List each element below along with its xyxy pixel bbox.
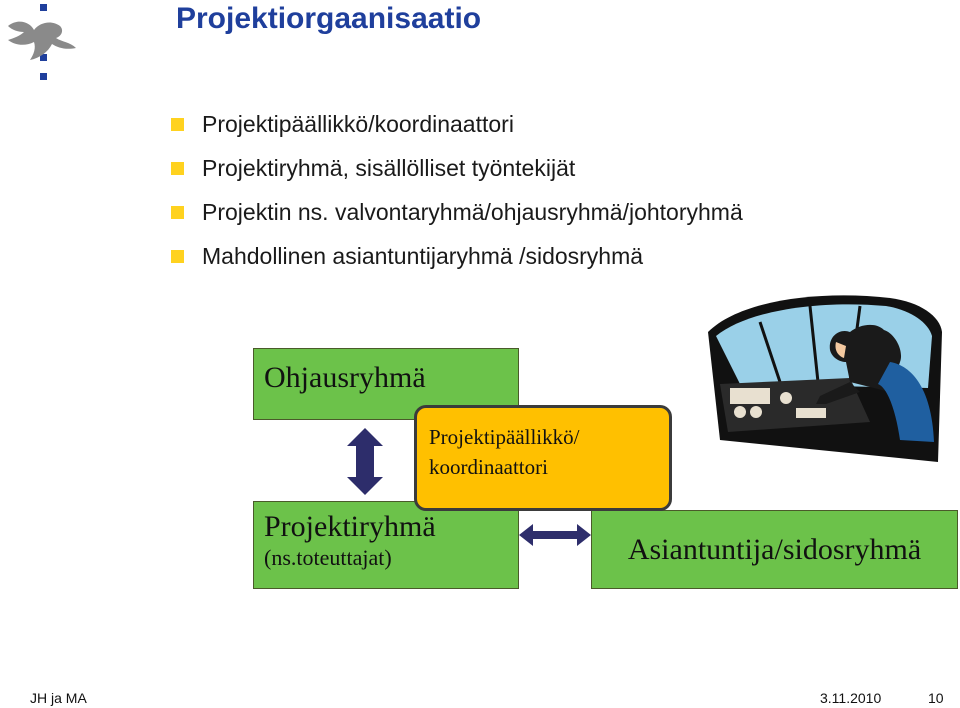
bullet-square-icon — [171, 161, 184, 175]
vertical-double-arrow-icon — [347, 428, 383, 495]
footer-author: JH ja MA — [30, 690, 87, 706]
bullet-square-icon — [171, 249, 184, 263]
projektipaallikko-box: Projektipäällikkö/ koordinaattori — [414, 405, 672, 511]
asiantuntija-box: Asiantuntija/sidosryhmä — [591, 510, 958, 589]
projektipaallikko-label-line2: koordinaattori — [429, 455, 548, 479]
footer-date: 3.11.2010 — [820, 690, 882, 706]
university-logo-icon — [8, 4, 76, 80]
projektiryhma-sublabel: (ns.toteuttajat) — [264, 545, 392, 570]
bullet-list: Projektipäällikkö/koordinaattori Projekt… — [171, 102, 743, 278]
list-item: Mahdollinen asiantuntijaryhmä /sidosryhm… — [171, 234, 743, 278]
list-item: Projektin ns. valvontaryhmä/ohjausryhmä/… — [171, 190, 743, 234]
bullet-text: Mahdollinen asiantuntijaryhmä /sidosryhm… — [202, 242, 644, 269]
footer-page-number: 10 — [928, 690, 944, 706]
pilot-cockpit-illustration — [708, 295, 942, 462]
list-item: Projektiryhmä, sisällölliset työntekijät — [171, 146, 743, 190]
list-item: Projektipäällikkö/koordinaattori — [171, 102, 743, 146]
projektiryhma-label: Projektiryhmä — [264, 510, 436, 543]
bullet-square-icon — [171, 205, 184, 219]
horizontal-double-arrow-icon — [519, 524, 591, 546]
bullet-square-icon — [171, 117, 184, 131]
bullet-text: Projektipäällikkö/koordinaattori — [202, 110, 514, 137]
page-title: Projektiorgaanisaatio — [176, 2, 482, 35]
ohjausryhma-label: Ohjausryhmä — [264, 361, 426, 394]
projektipaallikko-label-line1: Projektipäällikkö/ — [429, 425, 580, 449]
bullet-text: Projektin ns. valvontaryhmä/ohjausryhmä/… — [202, 198, 743, 225]
bullet-text: Projektiryhmä, sisällölliset työntekijät — [202, 154, 576, 181]
projektiryhma-box: Projektiryhmä (ns.toteuttajat) — [253, 501, 519, 589]
asiantuntija-label: Asiantuntija/sidosryhmä — [627, 532, 922, 566]
